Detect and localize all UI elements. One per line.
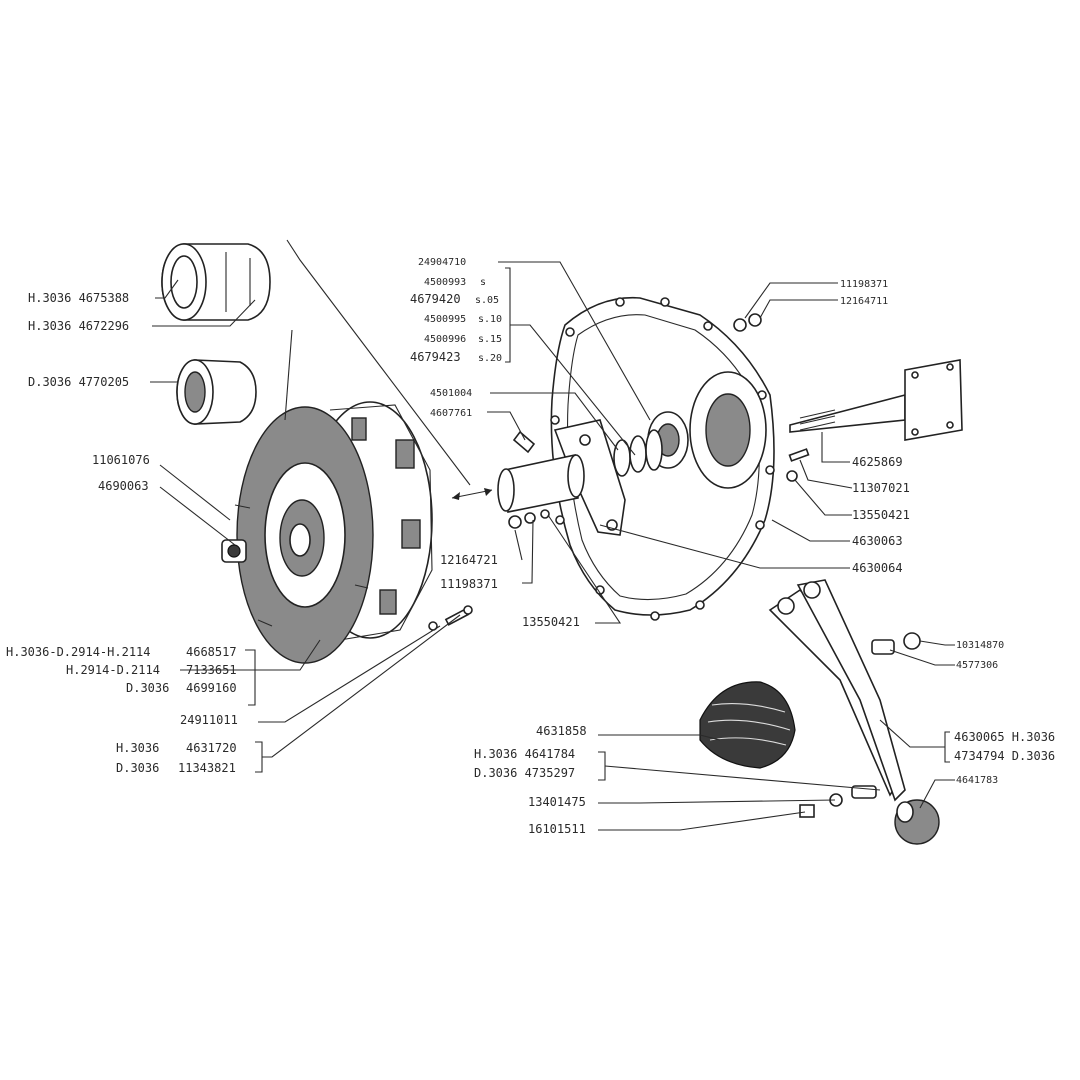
label-4625869: 4625869 — [852, 455, 903, 469]
label-4500996-size: s.15 — [478, 334, 502, 345]
output-shaft — [789, 359, 963, 441]
label-11198371-right: 11198371 — [840, 279, 888, 290]
clutch-assembly — [221, 401, 433, 664]
label-4699160: 4699160 — [186, 681, 237, 695]
label-11198371-left: 11198371 — [440, 577, 498, 591]
label-4631858: 4631858 — [536, 724, 587, 738]
label-4577306: 4577306 — [956, 660, 998, 671]
label-11061076: 11061076 — [92, 453, 150, 467]
bellhousing — [550, 296, 775, 621]
ball-stud-parts — [799, 785, 877, 818]
nut-washer-set-top — [733, 313, 762, 332]
label-4631720: 4631720 — [186, 741, 237, 755]
bearing-shims — [613, 429, 663, 477]
release-lever — [768, 579, 906, 802]
label-4501004: 4501004 — [430, 388, 472, 399]
label-10314870: 10314870 — [956, 640, 1004, 651]
label-4630063: 4630063 — [852, 534, 903, 548]
label-4675388: H.3036 4675388 — [28, 291, 129, 305]
label-4679423-size: s.20 — [478, 353, 502, 364]
nut-washer-set-left — [508, 509, 550, 529]
label-4631720-applic: H.3036 — [116, 741, 159, 755]
clutch-bolt — [428, 605, 473, 631]
bolt-washer-right — [786, 448, 810, 482]
release-bearing-d3036 — [176, 359, 257, 425]
leader-lines — [150, 261, 955, 831]
guide-sleeve-bracket — [497, 419, 626, 536]
label-4641784: H.3036 4641784 — [474, 747, 575, 761]
label-4641783: 4641783 — [956, 775, 998, 786]
label-11343821: 11343821 — [178, 761, 236, 775]
label-4735297: D.3036 4735297 — [474, 766, 575, 780]
pivot-pin — [871, 632, 921, 655]
label-24904710: 24904710 — [418, 257, 466, 268]
grease-nipple — [512, 430, 536, 454]
label-24911011: 24911011 — [180, 713, 238, 727]
label-4630065: 4630065 H.3036 — [954, 730, 1055, 744]
label-7133651-applic: H.2914-D.2114 — [66, 663, 160, 677]
label-4500995: 4500995 — [424, 314, 466, 325]
part-labels: H.3036 4675388 H.3036 4672296 D.3036 477… — [6, 257, 1055, 836]
label-4668517: 4668517 — [186, 645, 237, 659]
label-4668517-applic: H.3036-D.2914-H.2114 — [6, 645, 151, 659]
label-4679420: 4679420 — [410, 292, 461, 306]
label-11307021: 11307021 — [852, 481, 910, 495]
label-12164721-left: 12164721 — [440, 553, 498, 567]
label-4630064: 4630064 — [852, 561, 903, 575]
assembly-arrow — [451, 488, 493, 500]
label-13550421-left: 13550421 — [522, 615, 580, 629]
label-4679423: 4679423 — [410, 350, 461, 364]
label-4734794: 4734794 D.3036 — [954, 749, 1055, 763]
label-11343821-applic: D.3036 — [116, 761, 159, 775]
label-7133651: 7133651 — [186, 663, 237, 677]
label-4500993-size: s — [480, 277, 486, 288]
label-16101511: 16101511 — [528, 822, 586, 836]
pivot-ball — [894, 799, 940, 845]
label-4607761: 4607761 — [430, 408, 472, 419]
label-13550421-right: 13550421 — [852, 508, 910, 522]
release-sleeve-h3036 — [161, 243, 271, 321]
label-4679420-size: s.05 — [475, 295, 499, 306]
label-4500993: 4500993 — [424, 277, 466, 288]
label-4500996: 4500996 — [424, 334, 466, 345]
label-13401475: 13401475 — [528, 795, 586, 809]
label-4500995-size: s.10 — [478, 314, 502, 325]
label-4699160-applic: D.3036 — [126, 681, 169, 695]
label-4690063: 4690063 — [98, 479, 149, 493]
label-4770205: D.3036 4770205 — [28, 375, 129, 389]
label-4672296: H.3036 4672296 — [28, 319, 129, 333]
label-12164711: 12164711 — [840, 296, 888, 307]
boot — [699, 681, 796, 769]
release-bearing-small — [221, 539, 247, 563]
